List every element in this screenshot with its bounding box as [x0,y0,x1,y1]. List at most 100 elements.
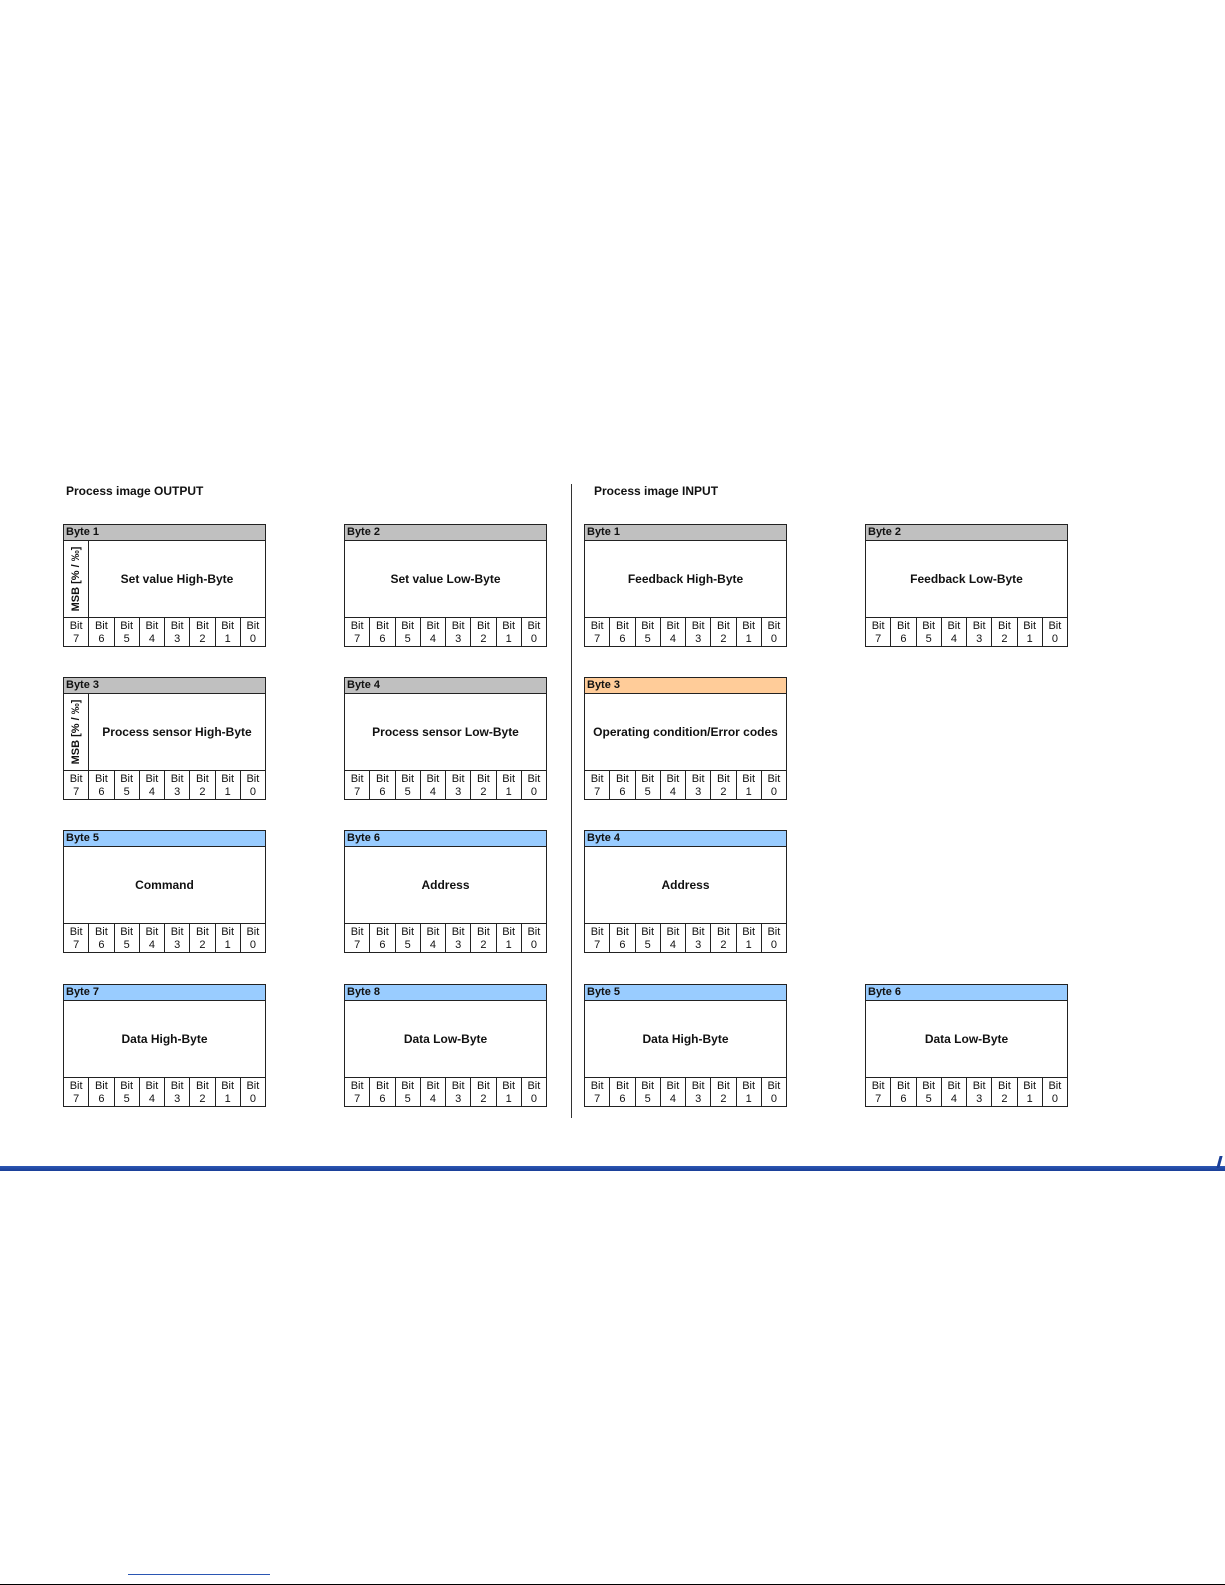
bit-word: Bit [947,1079,961,1092]
bit-number: 1 [505,785,512,798]
bit-word: Bit [666,619,680,632]
bit-word: Bit [246,1079,260,1092]
bit-number: 6 [379,938,386,951]
bit-word: Bit [742,925,756,938]
bit-number: 7 [354,632,361,645]
bit-number: 3 [976,632,983,645]
bit-number: 0 [249,785,256,798]
bit-word: Bit [972,619,986,632]
byte-header: Byte 4 [345,678,546,694]
bit-word: Bit [527,772,541,785]
bit-word: Bit [170,925,184,938]
bit-word: Bit [922,1079,936,1092]
bit-number: 2 [199,938,206,951]
bit-number: 5 [123,938,130,951]
bit-word: Bit [691,1079,705,1092]
bit-word: Bit [502,925,516,938]
bit-number: 7 [73,938,80,951]
page-bottom-rule [0,1166,1225,1171]
bit-number: 0 [770,938,777,951]
bit-word: Bit [1023,619,1037,632]
bit-number: 5 [123,632,130,645]
bit-word: Bit [426,772,440,785]
bit-number: 6 [98,938,105,951]
bit-number: 5 [404,785,411,798]
byte-label: Operating condition/Error codes [593,725,778,739]
byte-header: Byte 7 [64,985,265,1001]
byte-label: Data High-Byte [642,1032,729,1046]
bit-number: 1 [505,938,512,951]
bit-word: Bit [375,772,389,785]
bit-word: Bit [401,619,415,632]
bit-word: Bit [641,772,655,785]
bit-number: 2 [720,785,727,798]
bit-number: 4 [148,785,155,798]
bit-number: 7 [594,785,601,798]
bit-number: 7 [73,632,80,645]
bit-word: Bit [691,619,705,632]
bit-number: 2 [199,785,206,798]
bit-number: 2 [480,938,487,951]
bit-word: Bit [221,619,235,632]
bit-number: 0 [530,938,537,951]
bit-word: Bit [94,925,108,938]
byte-header: Byte 3 [64,678,265,694]
byte-header: Byte 5 [585,985,786,1001]
bit-word: Bit [716,925,730,938]
bit-number: 5 [644,785,651,798]
bit-word: Bit [350,772,364,785]
bit-number: 1 [745,632,752,645]
bit-word: Bit [221,1079,235,1092]
bit-number: 0 [1051,632,1058,645]
bit-word: Bit [350,925,364,938]
bit-word: Bit [170,1079,184,1092]
bit-number: 4 [429,785,436,798]
bit-number: 5 [123,785,130,798]
bit-word: Bit [350,619,364,632]
bit-number: 0 [249,632,256,645]
byte-header: Byte 2 [866,525,1067,541]
msb-label: MSB [% / ‰] [70,546,82,612]
bit-number: 6 [379,632,386,645]
bit-number: 4 [429,632,436,645]
bit-number: 3 [976,1092,983,1105]
bit-word: Bit [590,1079,604,1092]
